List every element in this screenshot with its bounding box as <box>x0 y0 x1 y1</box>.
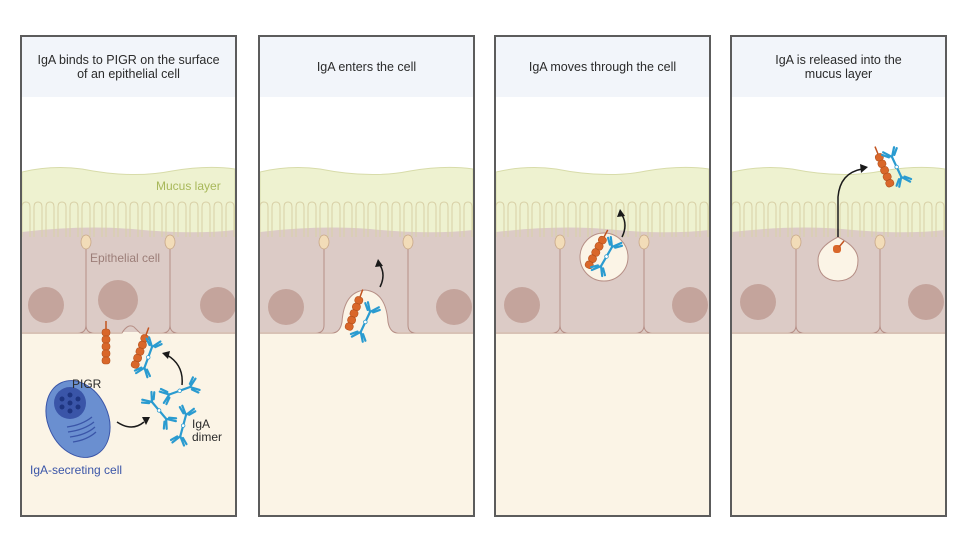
arrow-icon <box>837 168 863 237</box>
panel-2-title: IgA enters the cell <box>316 59 417 74</box>
iga-secreting-cell-icon <box>45 380 111 458</box>
panel-3-title: IgA moves through the cell <box>528 59 677 74</box>
panel-1-title: IgA binds to PIGR on the surface of an e… <box>37 52 220 82</box>
nucleus <box>28 287 64 323</box>
panel-4-title: IgA is released into the mucus layer <box>775 52 902 82</box>
pigr-label: PIGR <box>72 377 102 391</box>
iga-dimer-label: IgA dimer <box>192 418 222 444</box>
panel-4: IgA is released into the mucus layer <box>730 35 947 517</box>
nucleus <box>200 287 235 323</box>
panel-4-header: IgA is released into the mucus layer <box>732 37 945 99</box>
arrow-icon <box>621 214 626 238</box>
panel-2-header: IgA enters the cell <box>260 37 473 99</box>
panel-3: IgA moves through the cell <box>494 35 711 517</box>
arrow-icon <box>166 354 183 386</box>
vesicle <box>817 236 859 282</box>
epithelial-layer <box>22 227 235 332</box>
panel-3-header: IgA moves through the cell <box>496 37 709 99</box>
panel-1-scene <box>22 97 235 515</box>
mucus-layer-label: Mucus layer <box>156 179 221 193</box>
panel-1-header: IgA binds to PIGR on the surface of an e… <box>22 37 235 99</box>
mucus-layer <box>22 166 235 243</box>
panel-1: IgA binds to PIGR on the surface of an e… <box>20 35 237 517</box>
epithelial-cell-label: Epithelial cell <box>90 251 161 265</box>
iga-secreting-cell-label: IgA-secreting cell <box>30 463 123 477</box>
panel-4-scene <box>732 97 945 515</box>
panel-3-scene <box>496 97 709 515</box>
panel-2: IgA enters the cell <box>258 35 475 517</box>
arrow-icon <box>379 264 384 288</box>
iga-dimer-label-line2: dimer <box>192 430 223 444</box>
iga-dimer-label-line1: IgA <box>192 417 211 431</box>
arrow-icon <box>116 421 145 428</box>
panel-2-scene <box>260 97 473 515</box>
nucleus <box>98 280 138 320</box>
